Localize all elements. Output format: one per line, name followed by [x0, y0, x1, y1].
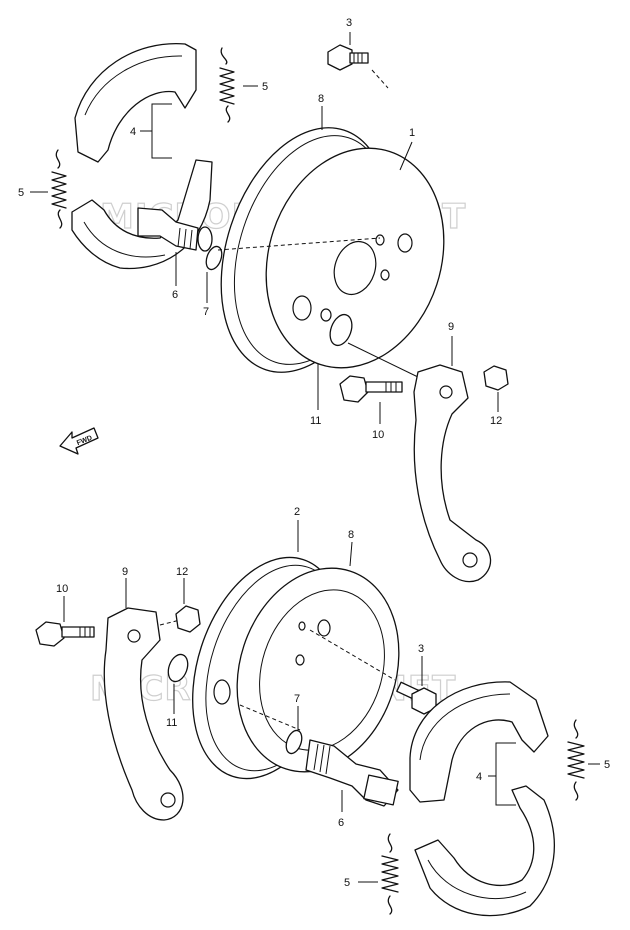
callout-bottom-10: 10	[56, 583, 68, 595]
callout-bottom-12: 12	[176, 566, 188, 578]
bottom-bolt-10	[35, 621, 95, 647]
callout-bottom-3: 3	[418, 643, 424, 655]
top-spring-5a	[219, 47, 235, 123]
callout-top-5a: 5	[262, 81, 268, 93]
callout-bottom-2: 2	[294, 506, 300, 518]
callout-top-4: 4	[130, 126, 136, 138]
callouts-top: 3 1 8 5 5 4 6 7 9 11 10 12	[18, 17, 502, 441]
top-washer-11	[329, 313, 353, 347]
top-bolt-10	[339, 375, 403, 403]
top-spring-5b	[51, 149, 67, 229]
callout-bottom-4: 4	[476, 771, 482, 783]
top-shaft-dashline	[217, 237, 381, 251]
top-bolt-dashline	[371, 69, 389, 89]
top-washer-7	[205, 245, 223, 271]
callout-bottom-5a: 5	[604, 759, 610, 771]
callout-bottom-8: 8	[348, 529, 354, 541]
callout-top-9: 9	[448, 321, 454, 333]
callout-bottom-5b: 5	[344, 877, 350, 889]
top-brake-drum	[220, 127, 445, 373]
top-brake-arm-9	[413, 364, 492, 583]
callout-top-8: 8	[318, 93, 324, 105]
bottom-washer-11	[167, 653, 189, 683]
callout-top-12: 12	[490, 415, 502, 427]
bottom-spring-5b	[381, 833, 399, 915]
callout-bottom-7: 7	[294, 693, 300, 705]
top-bolt-3	[327, 44, 369, 71]
callout-top-1: 1	[409, 127, 415, 139]
bottom-spring-5a	[567, 719, 585, 801]
callout-top-3: 3	[346, 17, 352, 29]
bottom-brake-shoe-lower	[414, 785, 555, 917]
bottom-cam-shaft-6	[305, 739, 399, 807]
bottom-nut-12	[175, 605, 201, 633]
callout-bottom-9: 9	[122, 566, 128, 578]
callout-top-10: 10	[372, 429, 384, 441]
callouts-bottom: 2 8 9 10 12 11 3 7 6 4 5 5	[56, 506, 610, 889]
top-brake-shoe-upper	[74, 43, 197, 163]
fwd-arrow: FWD	[59, 427, 99, 455]
bottom-dashline-a	[309, 629, 396, 681]
callout-bottom-11: 11	[166, 717, 177, 729]
callout-top-5b: 5	[18, 187, 24, 199]
callout-top-7: 7	[203, 306, 209, 318]
top-washer-line	[347, 342, 421, 379]
bottom-brake-arm-9	[103, 607, 184, 821]
top-cam-shaft-6	[137, 207, 213, 252]
bottom-assembly	[35, 556, 585, 917]
top-nut-12	[483, 365, 509, 391]
bottom-dashline-b	[239, 704, 301, 731]
top-assembly	[51, 43, 509, 583]
callout-bottom-6: 6	[338, 817, 344, 829]
bottom-nut-dashline	[159, 619, 181, 626]
bottom-brake-shoe-upper	[409, 681, 549, 803]
bottom-washer-7	[285, 729, 303, 755]
callout-top-6: 6	[172, 289, 178, 301]
bottom-brake-drum	[192, 556, 400, 780]
callout-top-11: 11	[310, 415, 321, 427]
leader-lines	[30, 32, 600, 883]
